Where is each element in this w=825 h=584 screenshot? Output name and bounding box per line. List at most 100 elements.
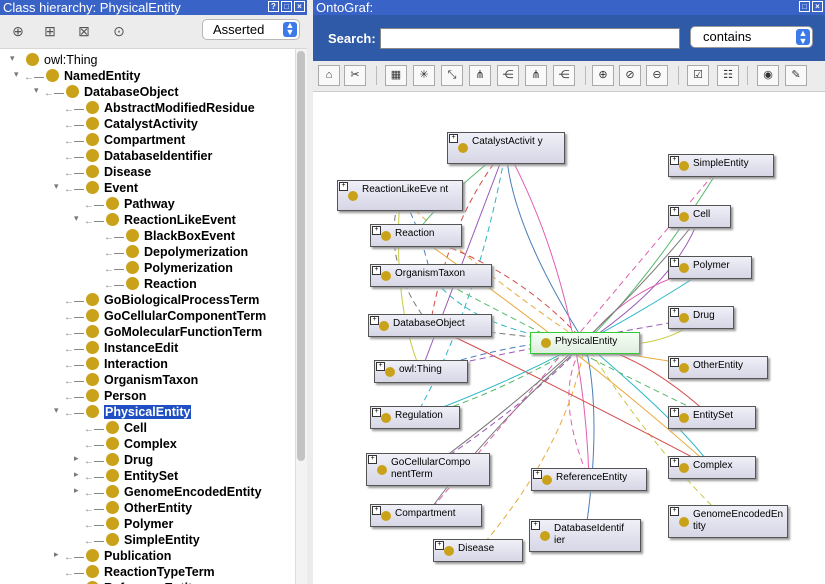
graph-node[interactable]: +Drug (668, 306, 734, 329)
tree-item[interactable]: ←—Complex (84, 436, 177, 452)
tree-item[interactable]: ←—EntitySet (84, 468, 178, 484)
tree-item[interactable]: ←—InstanceEdit (64, 340, 178, 356)
expand-node-icon[interactable]: + (670, 408, 679, 417)
tree-item[interactable]: ←—Cell (84, 420, 147, 436)
graph-canvas[interactable]: +CatalystActivit y+ReactionLikeEve nt+Si… (313, 92, 825, 584)
tree-item[interactable]: ←—Disease (64, 164, 151, 180)
expand-node-icon[interactable]: + (368, 455, 377, 464)
expand-node-icon[interactable]: + (372, 266, 381, 275)
graph-node[interactable]: +Cell (668, 205, 731, 228)
search-input[interactable] (380, 28, 680, 49)
tree-item[interactable]: ←—ReactionLikeEvent (84, 212, 236, 228)
graph-node[interactable]: +Regulation (370, 406, 460, 429)
tree-item[interactable]: ←—GoBiologicalProcessTerm (64, 292, 259, 308)
tree-item[interactable]: ←—Polymerization (104, 260, 233, 276)
graph-node[interactable]: +DatabaseIdentif ier (529, 519, 641, 552)
tree-item[interactable]: ←—OrganismTaxon (64, 372, 198, 388)
zoom-in-icon[interactable]: ⊕ (592, 65, 614, 86)
add-sibling-icon[interactable]: ⊞ (44, 23, 56, 39)
tree-item[interactable]: ←—Drug (84, 452, 153, 468)
zoom-out-icon[interactable]: ⊖ (646, 65, 668, 86)
expand-node-icon[interactable]: + (533, 470, 542, 479)
graph-node[interactable]: PhysicalEntity (530, 332, 640, 354)
expand-node-icon[interactable]: + (670, 507, 679, 516)
expand-node-icon[interactable]: + (435, 541, 444, 550)
add-subclass-icon[interactable]: ⊕ (12, 23, 24, 39)
tree-item[interactable]: ←—GenomeEncodedEntity (84, 484, 262, 500)
collapse-toggle-icon[interactable]: ▾ (54, 405, 59, 415)
export-icon[interactable]: ✎ (785, 65, 807, 86)
filter-arcs-icon[interactable]: ☷ (717, 65, 739, 86)
expand-toggle-icon[interactable]: ▸ (54, 549, 59, 559)
tree-item[interactable]: ←—AbstractModifiedResidue (64, 100, 255, 116)
graph-node[interactable]: +Disease (433, 539, 523, 562)
cut-icon[interactable]: ✂ (344, 65, 366, 86)
graph-node[interactable]: +ReactionLikeEve nt (337, 180, 463, 211)
graph-node[interactable]: +GoCellularCompo nentTerm (366, 453, 490, 486)
horizontal-directed-layout-icon[interactable]: ⋲ (553, 65, 575, 86)
expand-toggle-icon[interactable]: ▸ (74, 485, 79, 495)
delete-class-icon[interactable]: ⊠ (78, 23, 90, 39)
graph-node[interactable]: +Reaction (370, 224, 462, 247)
collapse-toggle-icon[interactable]: ▾ (54, 181, 59, 191)
expand-node-icon[interactable]: + (370, 316, 379, 325)
maximize-button[interactable]: □ (799, 1, 810, 12)
tree-item[interactable]: ←—Reaction (104, 276, 197, 292)
tree-item[interactable]: ←—Event (64, 180, 138, 196)
tree-item[interactable]: ←—BlackBoxEvent (104, 228, 235, 244)
tree-item[interactable]: ←—DatabaseIdentifier (64, 148, 212, 164)
expand-node-icon[interactable]: + (372, 506, 381, 515)
tree-item[interactable]: ←—Person (64, 388, 146, 404)
expand-toggle-icon[interactable]: ▸ (74, 469, 79, 479)
expand-node-icon[interactable]: + (531, 521, 540, 530)
expand-node-icon[interactable]: + (372, 408, 381, 417)
expand-node-icon[interactable]: + (670, 156, 679, 165)
tree-item[interactable]: ←—DatabaseObject (44, 84, 178, 100)
tree-item[interactable]: ←—Compartment (64, 132, 185, 148)
search-mode-select[interactable]: contains ▲▼ (690, 26, 813, 48)
tree-item[interactable]: ←—SimpleEntity (84, 532, 200, 548)
graph-node[interactable]: +owl:Thing (374, 360, 468, 383)
graph-node[interactable]: +OtherEntity (668, 356, 768, 379)
graph-node[interactable]: +Compartment (370, 504, 482, 527)
expand-node-icon[interactable]: + (449, 134, 458, 143)
filter-nodes-icon[interactable]: ☑ (687, 65, 709, 86)
tree-item[interactable]: ←—OtherEntity (84, 500, 192, 516)
tree-layout-horizontal-icon[interactable]: ⋲ (497, 65, 519, 86)
graph-node[interactable]: +GenomeEncodedEn tity (668, 505, 788, 538)
expand-node-icon[interactable]: + (339, 182, 348, 191)
grid-layout-icon[interactable]: ▦ (385, 65, 407, 86)
tree-item[interactable]: ←—Interaction (64, 356, 168, 372)
collapse-toggle-icon[interactable]: ▾ (34, 85, 39, 95)
close-button[interactable]: × (812, 1, 823, 12)
zoom-reset-icon[interactable]: ⊘ (619, 65, 641, 86)
graph-node[interactable]: +DatabaseObject (368, 314, 492, 337)
tree-layout-vertical-icon[interactable]: ⋔ (469, 65, 491, 86)
expand-node-icon[interactable]: + (670, 258, 679, 267)
close-button[interactable]: × (294, 1, 305, 12)
tree-item[interactable]: ←—GoCellularComponentTerm (64, 308, 266, 324)
tree-scrollbar[interactable] (295, 49, 307, 584)
vertical-directed-layout-icon[interactable]: ⋔ (525, 65, 547, 86)
collapse-toggle-icon[interactable]: ▾ (10, 53, 15, 63)
expand-node-icon[interactable]: + (670, 358, 679, 367)
tree-item[interactable]: owl:Thing (4, 52, 98, 68)
maximize-button[interactable]: □ (281, 1, 292, 12)
home-icon[interactable]: ⌂ (318, 65, 340, 86)
asserted-select[interactable]: Asserted ▲▼ (202, 19, 300, 40)
expand-node-icon[interactable]: + (670, 207, 679, 216)
camera-icon[interactable]: ◉ (757, 65, 779, 86)
graph-node[interactable]: +CatalystActivit y (447, 132, 565, 164)
graph-node[interactable]: +Complex (668, 456, 756, 479)
expand-node-icon[interactable]: + (670, 308, 679, 317)
tree-item[interactable]: ←—ReactionTypeTerm (64, 564, 215, 580)
expand-node-icon[interactable]: + (670, 458, 679, 467)
target-icon[interactable]: ⊙ (113, 23, 125, 39)
tree-item[interactable]: ←—ReferenceEntity (64, 580, 199, 584)
radial-layout-icon[interactable]: ✳ (413, 65, 435, 86)
tree-item[interactable]: ←—CatalystActivity (64, 116, 198, 132)
tree-item[interactable]: ←—Publication (64, 548, 171, 564)
spring-layout-icon[interactable]: ⤡ (441, 65, 463, 86)
tree-item[interactable]: ←—PhysicalEntity (64, 404, 192, 420)
collapse-toggle-icon[interactable]: ▾ (74, 213, 79, 223)
